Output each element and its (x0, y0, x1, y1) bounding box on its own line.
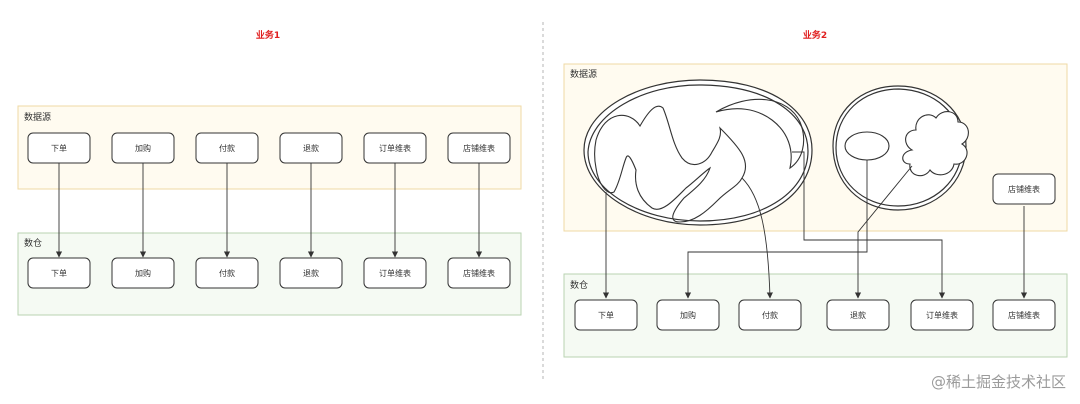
arrow-oval-to-dingdan (792, 151, 946, 299)
left-source-node-label: 退款 (303, 143, 319, 153)
crescent-shape (715, 98, 805, 170)
right-arrows (602, 151, 1028, 299)
right-warehouse-node-box (574, 299, 638, 331)
right-warehouse-node: 付款 (738, 299, 802, 331)
left-warehouse-node: 付款 (195, 257, 259, 289)
left-source-container (17, 105, 522, 190)
left-warehouse-node: 下单 (27, 257, 91, 289)
left-source-node: 下单 (27, 132, 91, 164)
left-warehouse-node-label: 加购 (135, 268, 151, 278)
right-warehouse-label: 数仓 (570, 279, 588, 291)
left-source-node: 退款 (279, 132, 343, 164)
right-warehouse-node-box (826, 299, 890, 331)
left-warehouse-container (17, 232, 522, 316)
right-warehouse-node-label: 下单 (598, 310, 614, 320)
right-source-node-label: 店铺维表 (1008, 184, 1040, 194)
left-source-node: 加购 (111, 132, 175, 164)
right-source-nodes: 店铺维表 (992, 173, 1056, 205)
left-warehouse-node-label: 退款 (303, 268, 319, 278)
left-source-node-label: 付款 (219, 143, 235, 153)
left-warehouse-label: 数仓 (24, 237, 42, 249)
left-warehouse-node-label: 订单维表 (379, 268, 411, 278)
left-warehouse-node-label: 下单 (51, 268, 67, 278)
right-title: 业务2 (803, 29, 827, 41)
right-warehouse-node: 退款 (826, 299, 890, 331)
left-warehouse-node-box (27, 257, 91, 289)
right-source-node-box (992, 173, 1056, 205)
left-source-node: 店铺维表 (447, 132, 511, 164)
left-source-node: 订单维表 (363, 132, 427, 164)
right-panel: 业务2 数据源 数仓 店铺维表 下单 加购 付款 退款 订单维表 店铺维表 (563, 29, 1068, 358)
right-warehouse-node-label: 店铺维表 (1008, 310, 1040, 320)
small-ellipse-shape (844, 131, 890, 161)
left-source-node-label: 加购 (135, 143, 151, 153)
left-title: 业务1 (256, 29, 280, 41)
right-warehouse-node-label: 退款 (850, 310, 866, 320)
right-source-label: 数据源 (570, 68, 597, 80)
left-panel: 业务1 数据源 数仓 下单加购付款退款订单维表店铺维表 下单加购付款退款订单维表… (17, 29, 522, 316)
left-source-node-label: 下单 (51, 143, 67, 153)
right-warehouse-node-box (992, 299, 1056, 331)
right-warehouse-node: 加购 (656, 299, 720, 331)
arrow-cloud-to-tuikuan (854, 165, 913, 299)
left-warehouse-node-label: 店铺维表 (463, 268, 495, 278)
left-warehouse-node-box (363, 257, 427, 289)
left-warehouse-node-box (279, 257, 343, 289)
right-warehouse-node-label: 加购 (680, 310, 696, 320)
left-warehouse-nodes: 下单 加购 付款 退款 订单维表 店铺维表 (27, 257, 511, 289)
left-source-nodes: 下单 加购 付款 退款 订单维表 店铺维表 (27, 132, 511, 164)
right-warehouse-nodes: 下单 加购 付款 退款 订单维表 店铺维表 (574, 299, 1056, 331)
left-warehouse-node-label: 付款 (219, 268, 235, 278)
right-warehouse-node: 店铺维表 (992, 299, 1056, 331)
arrow-ellipse-to-jiagou (684, 160, 868, 299)
left-warehouse-node: 加购 (111, 257, 175, 289)
left-source-node: 付款 (195, 132, 259, 164)
right-warehouse-container (563, 273, 1068, 358)
right-warehouse-node-label: 订单维表 (926, 310, 958, 320)
cloud-shape (902, 111, 969, 177)
right-warehouse-node: 订单维表 (910, 299, 974, 331)
arrow-crescent-to-fukuan (741, 177, 773, 299)
left-warehouse-node-box (111, 257, 175, 289)
right-warehouse-node: 下单 (574, 299, 638, 331)
left-warehouse-node-box (195, 257, 259, 289)
left-arrows (55, 163, 483, 258)
left-source-label: 数据源 (24, 111, 51, 123)
large-oval-shape (583, 79, 813, 226)
right-warehouse-node-box (910, 299, 974, 331)
left-source-node-label: 店铺维表 (463, 143, 495, 153)
right-warehouse-node-box (738, 299, 802, 331)
left-warehouse-node: 店铺维表 (447, 257, 511, 289)
watermark: @稀土掘金技术社区 (931, 373, 1066, 391)
left-warehouse-node: 退款 (279, 257, 343, 289)
left-warehouse-node: 订单维表 (363, 257, 427, 289)
left-source-node-label: 订单维表 (379, 143, 411, 153)
left-warehouse-node-box (447, 257, 511, 289)
irregular-shape-left (593, 105, 747, 223)
right-source-node: 店铺维表 (992, 173, 1056, 205)
right-warehouse-node-label: 付款 (762, 310, 778, 320)
right-warehouse-node-box (656, 299, 720, 331)
